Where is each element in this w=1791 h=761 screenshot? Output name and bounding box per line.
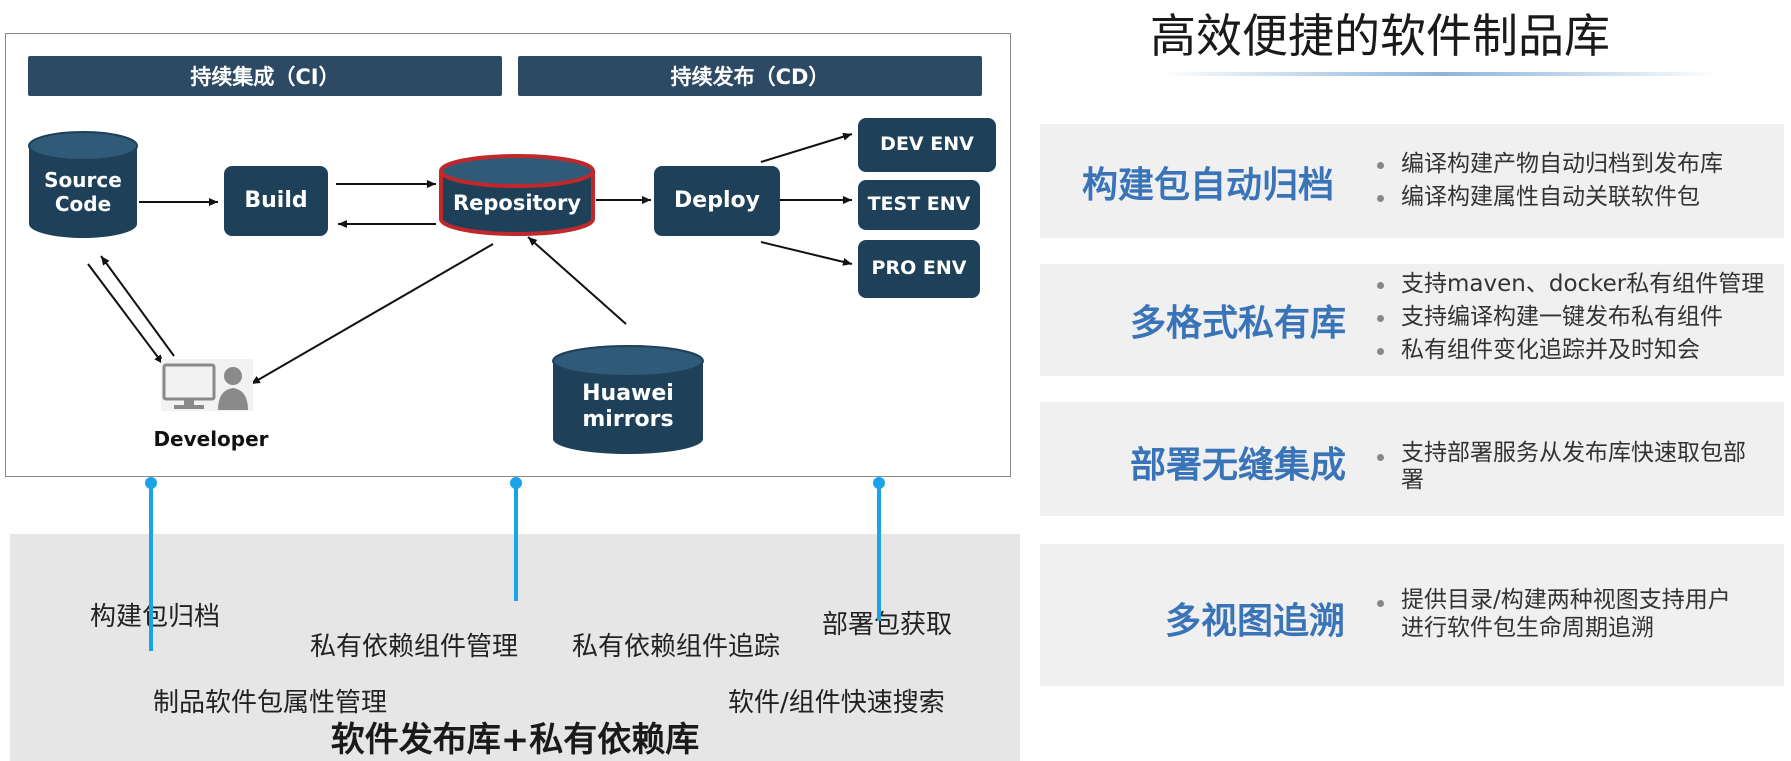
ci-phase-label: 持续集成（CI） — [190, 65, 340, 89]
card-title: 多视图追溯 — [1165, 601, 1346, 642]
connector-line — [514, 481, 518, 601]
card-point: 私有组件变化追踪并及时知会 — [1375, 334, 1764, 367]
card-point: 提供目录/构建两种视图支持用户进行软件包生命周期追溯 — [1375, 586, 1735, 642]
dev-env-node: DEV ENV — [858, 118, 996, 172]
huawei-mirrors-cylinder — [552, 345, 704, 454]
feature-card: 多视图追溯 提供目录/构建两种视图支持用户进行软件包生命周期追溯 — [1040, 544, 1784, 686]
card-point: 支持maven、docker私有组件管理 — [1375, 268, 1764, 301]
card-title: 部署无缝集成 — [1130, 445, 1347, 486]
connector-line — [149, 481, 153, 651]
developer-icon — [161, 359, 253, 411]
build-node: Build — [224, 166, 328, 236]
card-point: 编译构建产物自动归档到发布库 — [1375, 148, 1723, 181]
feature-card: 部署无缝集成 支持部署服务从发布库快速取包部署 — [1040, 402, 1784, 516]
card-point: 支持编译构建一键发布私有组件 — [1375, 301, 1764, 334]
arrow-mirrors-to-repository — [527, 236, 627, 325]
capability-title: 软件发布库+私有依赖库 — [330, 720, 700, 760]
capability-item: 构建包归档 — [90, 602, 221, 632]
developer-label: Developer — [153, 427, 269, 451]
cd-phase-bar: 持续发布（CD） — [518, 56, 982, 96]
card-points: 支持maven、docker私有组件管理 支持编译构建一键发布私有组件 私有组件… — [1375, 268, 1764, 367]
capability-item: 私有依赖组件追踪 — [572, 632, 781, 662]
arrow-repository-to-developer — [250, 243, 494, 385]
card-points: 编译构建产物自动归档到发布库 编译构建属性自动关联软件包 — [1375, 148, 1723, 214]
page-title: 高效便捷的软件制品库 — [1150, 9, 1610, 63]
source-code-label: Source Code — [44, 168, 122, 216]
feature-card: 多格式私有库 支持maven、docker私有组件管理 支持编译构建一键发布私有… — [1040, 264, 1784, 376]
repository-label: Repository — [452, 191, 582, 216]
feature-card: 构建包自动归档 编译构建产物自动归档到发布库 编译构建属性自动关联软件包 — [1040, 124, 1784, 238]
capability-item: 制品软件包属性管理 — [153, 688, 388, 718]
card-title: 构建包自动归档 — [1082, 165, 1335, 206]
diagram-arrows — [28, 131, 853, 454]
connector-line — [877, 481, 881, 621]
card-point: 编译构建属性自动关联软件包 — [1375, 181, 1723, 214]
arrow-developer-to-source — [100, 255, 175, 357]
card-points: 提供目录/构建两种视图支持用户进行软件包生命周期追溯 — [1375, 586, 1735, 642]
arrow-deploy-to-pro — [760, 241, 853, 266]
huawei-mirrors-label: Huawei mirrors — [582, 380, 674, 432]
test-env-node: TEST ENV — [858, 180, 980, 230]
cd-phase-label: 持续发布（CD） — [670, 65, 830, 89]
ci-phase-bar: 持续集成（CI） — [28, 56, 502, 96]
capability-item: 软件/组件快速搜索 — [728, 688, 945, 718]
capability-item: 私有依赖组件管理 — [310, 632, 519, 662]
arrow-deploy-to-dev — [760, 132, 853, 163]
pro-env-node: PRO ENV — [858, 240, 980, 298]
repository-cylinder — [439, 154, 595, 236]
cicd-diagram: 持续集成（CI） 持续发布（CD） — [5, 33, 1011, 477]
title-underline — [1160, 72, 1720, 76]
card-point: 支持部署服务从发布库快速取包部署 — [1375, 440, 1755, 494]
source-code-cylinder — [28, 131, 138, 238]
card-title: 多格式私有库 — [1130, 303, 1347, 344]
arrow-source-to-developer — [87, 263, 164, 365]
card-points: 支持部署服务从发布库快速取包部署 — [1375, 440, 1755, 494]
capability-item: 部署包获取 — [822, 610, 953, 640]
deploy-node: Deploy — [654, 166, 780, 236]
